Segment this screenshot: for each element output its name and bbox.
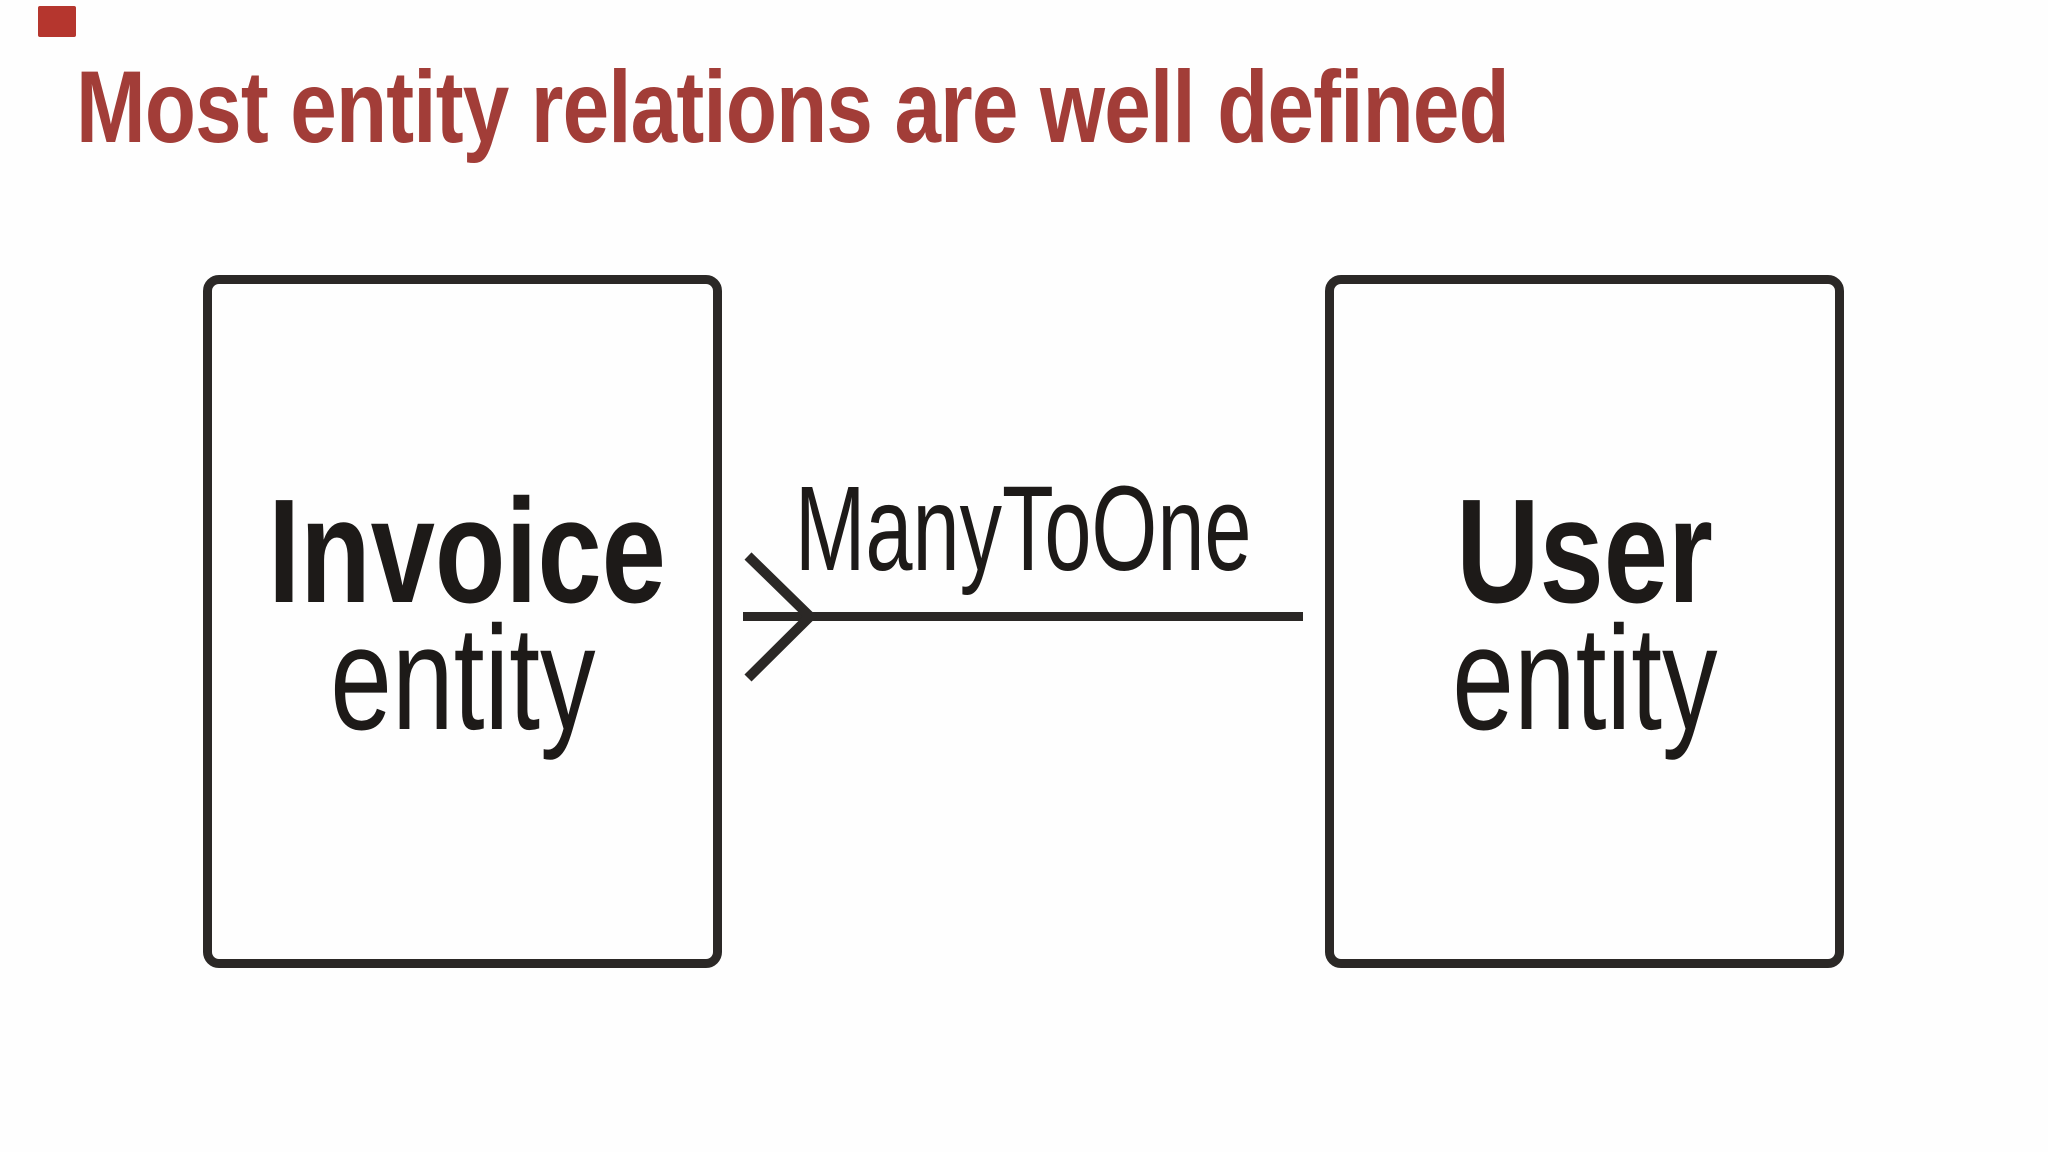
entity-name-invoice: Invoice — [212, 478, 713, 626]
entity-box-user: User entity — [1325, 275, 1844, 968]
relation-label-text: ManyToOne — [794, 460, 1252, 596]
entity-type-user-text: entity — [1451, 596, 1718, 761]
slide-accent-badge — [38, 6, 76, 37]
relation-label: ManyToOne — [623, 468, 1423, 589]
entity-type-invoice: entity — [212, 605, 713, 753]
slide-title: Most entity relations are well defined — [76, 50, 1510, 164]
entity-name-user-text: User — [1456, 469, 1713, 634]
entity-name-user: User — [1334, 478, 1835, 626]
entity-type-invoice-text: entity — [329, 596, 596, 761]
entity-box-invoice: Invoice entity — [203, 275, 722, 968]
entity-name-invoice-text: Invoice — [268, 469, 666, 634]
entity-type-user: entity — [1334, 605, 1835, 753]
